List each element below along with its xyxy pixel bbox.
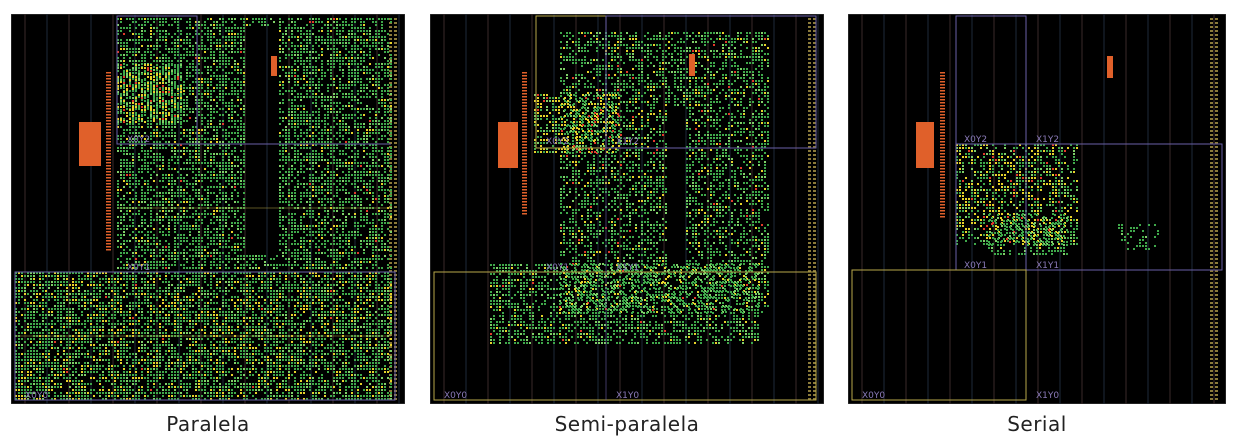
caption-serial: Serial <box>1007 412 1067 436</box>
paralela-logic-hotspot <box>117 64 182 123</box>
paralela-label-x0y2: X0Y2 <box>127 135 150 145</box>
serial-io-small <box>1107 56 1113 78</box>
paralela-label-x0y1: X0Y1 <box>127 263 150 273</box>
semi-label-x1y0: X1Y0 <box>616 391 639 401</box>
semi-logic-bottom <box>490 264 759 344</box>
semi-label-x1y2: X1Y2 <box>616 137 639 147</box>
serial-label-x0y0: X0Y0 <box>862 391 885 401</box>
semi-logic-main <box>560 32 769 313</box>
serial-label-x0y1: X0Y1 <box>964 261 987 271</box>
paralela-io-block <box>79 122 101 166</box>
serial-io-block <box>916 122 934 168</box>
paralela-io-small <box>271 56 277 76</box>
serial-io-columns <box>1210 18 1218 400</box>
semi-region-x0y0 <box>433 271 817 401</box>
serial-label-x1y2: X1Y2 <box>1036 135 1059 145</box>
serial-logic-tail <box>988 214 1068 255</box>
serial-region-x0y0 <box>851 269 1027 401</box>
semi-label-x0y2: X0Y2 <box>546 137 569 147</box>
caption-paralela: Paralela <box>166 412 250 436</box>
semi-io-pins <box>522 72 527 215</box>
semi-io-block <box>498 122 518 168</box>
paralela-label-x0y0: X0Y0 <box>25 391 48 401</box>
paralela-logic-upper <box>117 18 392 269</box>
serial-label-x0y2: X0Y2 <box>964 135 987 145</box>
semi-label-x1y1: X1Y1 <box>616 263 639 273</box>
semi-logic-hotspot <box>534 94 620 153</box>
paralela-io-pins <box>106 72 111 251</box>
serial-label-x1y0: X1Y0 <box>1036 391 1059 401</box>
semi-region-x1y2 <box>605 15 817 149</box>
serial-io-pins <box>940 72 945 218</box>
semi-label-x0y0: X0Y0 <box>444 391 467 401</box>
serial-label-x1y1: X1Y1 <box>1036 261 1059 271</box>
caption-semi-paralela: Semi-paralela <box>554 412 700 436</box>
serial-logic-main <box>956 144 1078 245</box>
semi-label-x0y1: X0Y1 <box>546 263 569 273</box>
semi-io-small <box>689 54 695 76</box>
serial-logic-scatter <box>1118 224 1159 250</box>
serial-region-x1y1 <box>1025 143 1223 271</box>
semi-paralela-io-columns <box>808 18 816 400</box>
